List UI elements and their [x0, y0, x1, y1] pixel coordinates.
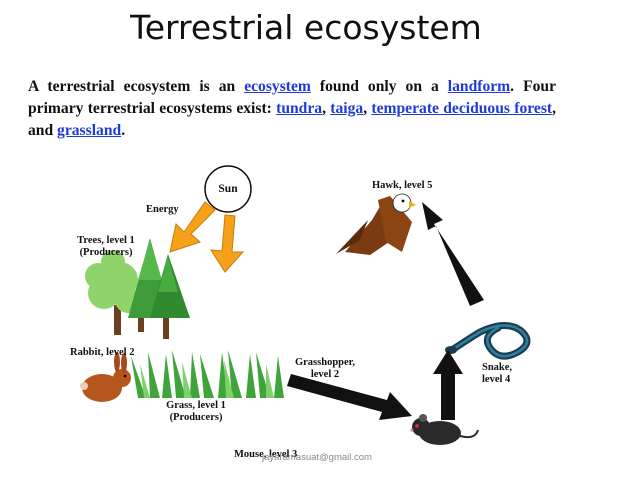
slide-title: Terrestrial ecosystem — [130, 8, 482, 47]
grasshopper-label-line2: level 2 — [310, 369, 340, 380]
intro-text-6: , and — [28, 100, 556, 139]
intro-text-2: found only on a — [310, 78, 448, 95]
intro-text-4: , — [322, 100, 331, 117]
intro-paragraph: A terrestrial ecosystem is an ecosystem … — [28, 76, 556, 142]
link-landform[interactable]: landform — [447, 78, 511, 95]
grass-label-line1: Grass, level 1 — [166, 400, 226, 411]
snake-label-line2: level 4 — [482, 374, 511, 385]
link-temperate-deciduous-forest[interactable]: temperate deciduous forest — [371, 100, 553, 117]
trees-label-line1: Trees, level 1 — [77, 235, 135, 246]
link-tundra[interactable]: tundra — [276, 100, 323, 117]
grass-illustration — [131, 350, 284, 398]
grasshopper-label: Grasshopper, level 2 — [288, 357, 362, 381]
energy-arrow-to-grass — [210, 214, 245, 273]
link-taiga[interactable]: taiga — [330, 100, 364, 117]
hawk-label: Hawk, level 5 — [372, 180, 433, 191]
trees-label-line2: (Producers) — [79, 247, 133, 258]
mouse-illustration — [410, 414, 479, 445]
arrow-snake-to-hawk — [422, 202, 484, 306]
intro-text-7: . — [121, 122, 126, 139]
energy-arrow-to-trees — [169, 201, 216, 253]
arrow-grasshopper-to-mouse — [287, 374, 412, 420]
intro-text-5: , — [363, 100, 372, 117]
snake-label-line1: Snake, — [482, 362, 513, 373]
link-ecosystem[interactable]: ecosystem — [244, 78, 311, 95]
rabbit-illustration — [80, 352, 131, 402]
sun-label: Sun — [218, 183, 238, 195]
trees-illustration — [85, 238, 190, 339]
rabbit-label: Rabbit, level 2 — [70, 347, 135, 358]
grasshopper-label-line1: Grasshopper, — [294, 357, 355, 368]
snake-label: Snake, level 4 — [482, 362, 512, 386]
mouse-label: Mouse, level 3 — [234, 449, 298, 460]
snake-illustration — [445, 322, 531, 360]
grass-label: Grass, level 1 (Producers) — [156, 400, 236, 424]
link-grassland[interactable]: grassland — [57, 122, 122, 139]
sun-icon — [204, 165, 252, 213]
grass-label-line2: (Producers) — [169, 412, 223, 423]
hawk-illustration — [336, 193, 416, 255]
intro-text-1: A terrestrial ecosystem is an — [28, 78, 245, 95]
energy-label: Energy — [146, 204, 179, 215]
arrow-mouse-to-snake — [433, 350, 463, 420]
watermark: jayaramasuat@gmail.com — [262, 452, 372, 463]
intro-text-3: . Four primary terrestrial ecosystems ex… — [28, 78, 556, 117]
trees-label: Trees, level 1 (Producers) — [60, 235, 152, 259]
